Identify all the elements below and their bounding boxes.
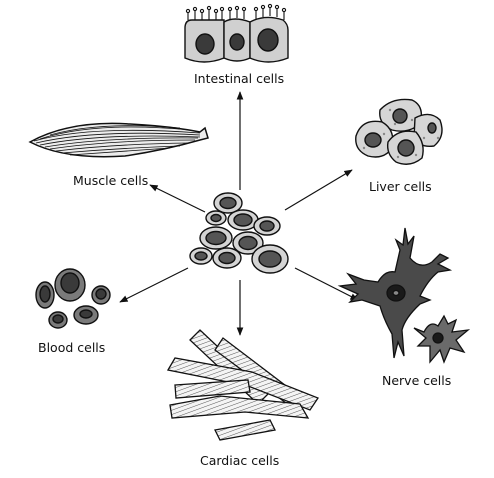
stem-cell	[205, 210, 227, 226]
nerve-cells-label: Nerve cells	[382, 373, 452, 388]
blood-cells-illustration	[35, 268, 111, 329]
arrow-to-nerve	[294, 267, 359, 301]
muscle-cells-illustration	[28, 122, 209, 158]
intestinal-cells-label: Intestinal cells	[194, 71, 285, 86]
arrow-to-muscle	[149, 184, 206, 213]
liver-cells-illustration	[355, 98, 443, 165]
stem-cell	[253, 216, 281, 236]
stem-cell	[232, 231, 264, 255]
arrow-to-blood	[119, 267, 189, 303]
stem-cell	[189, 247, 213, 265]
liver-cells-label: Liver cells	[369, 179, 432, 194]
blood-cells-label: Blood cells	[38, 340, 106, 355]
stem-cell	[213, 192, 243, 214]
stem-cell-cluster	[189, 192, 289, 274]
muscle-cells-label: Muscle cells	[73, 173, 149, 188]
intestinal-cells-illustration	[184, 3, 289, 63]
arrow-to-liver	[284, 169, 353, 211]
nerve-cells-illustration	[337, 227, 471, 364]
arrows	[119, 91, 359, 336]
stem-cell	[212, 247, 242, 269]
cardiac-cells-illustration	[166, 329, 319, 441]
stem-cell	[251, 244, 289, 274]
cardiac-cells-label: Cardiac cells	[200, 453, 280, 468]
stem-cell	[199, 226, 233, 250]
